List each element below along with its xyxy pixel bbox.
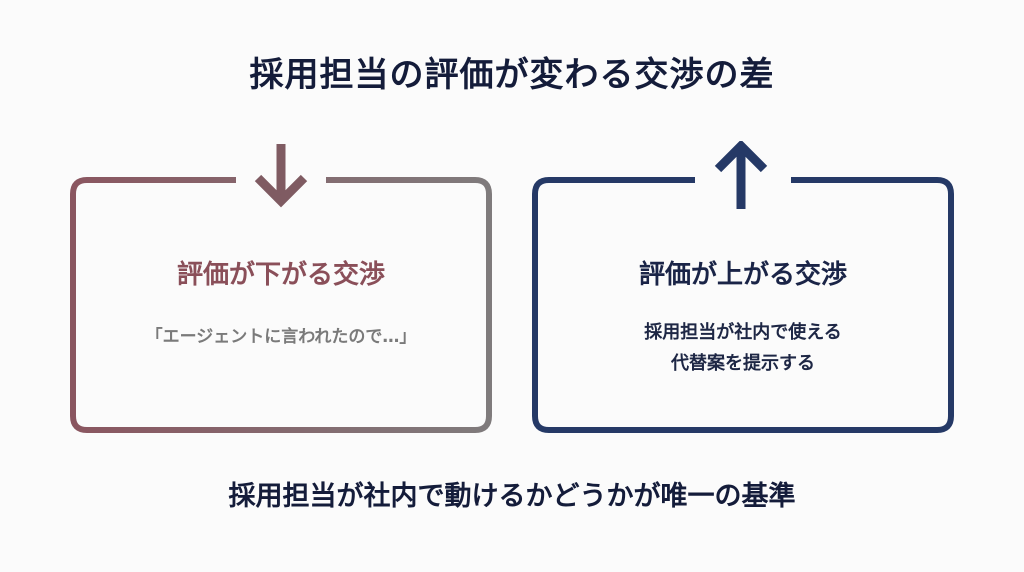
page-title: 採用担当の評価が変わる交渉の差 xyxy=(249,55,775,95)
panel-heading-up: 評価が上がる交渉 xyxy=(638,260,847,290)
panel-frame-down xyxy=(70,177,492,433)
panel-body-line: 採用担当が社内で使える xyxy=(644,322,842,343)
panel-evaluation-down: 評価が下がる交渉 「エージェントに言われたので…」 xyxy=(70,144,492,433)
panel-body-up: 採用担当が社内で使える 代替案を提示する xyxy=(532,317,954,379)
arrow-down-icon xyxy=(254,144,308,208)
arrow-up-icon xyxy=(714,141,768,209)
panel-body-down: 「エージェントに言われたので…」 xyxy=(70,322,492,353)
footer-caption: 採用担当が社内で動けるかどうかが唯一の基準 xyxy=(228,481,796,512)
panel-body-line: 「エージェントに言われたので…」 xyxy=(145,327,417,347)
panel-heading-down: 評価が下がる交渉 xyxy=(176,260,385,290)
panel-evaluation-up: 評価が上がる交渉 採用担当が社内で使える 代替案を提示する xyxy=(532,141,954,433)
panel-frame-up xyxy=(532,177,954,433)
panel-body-line: 代替案を提示する xyxy=(671,353,815,374)
